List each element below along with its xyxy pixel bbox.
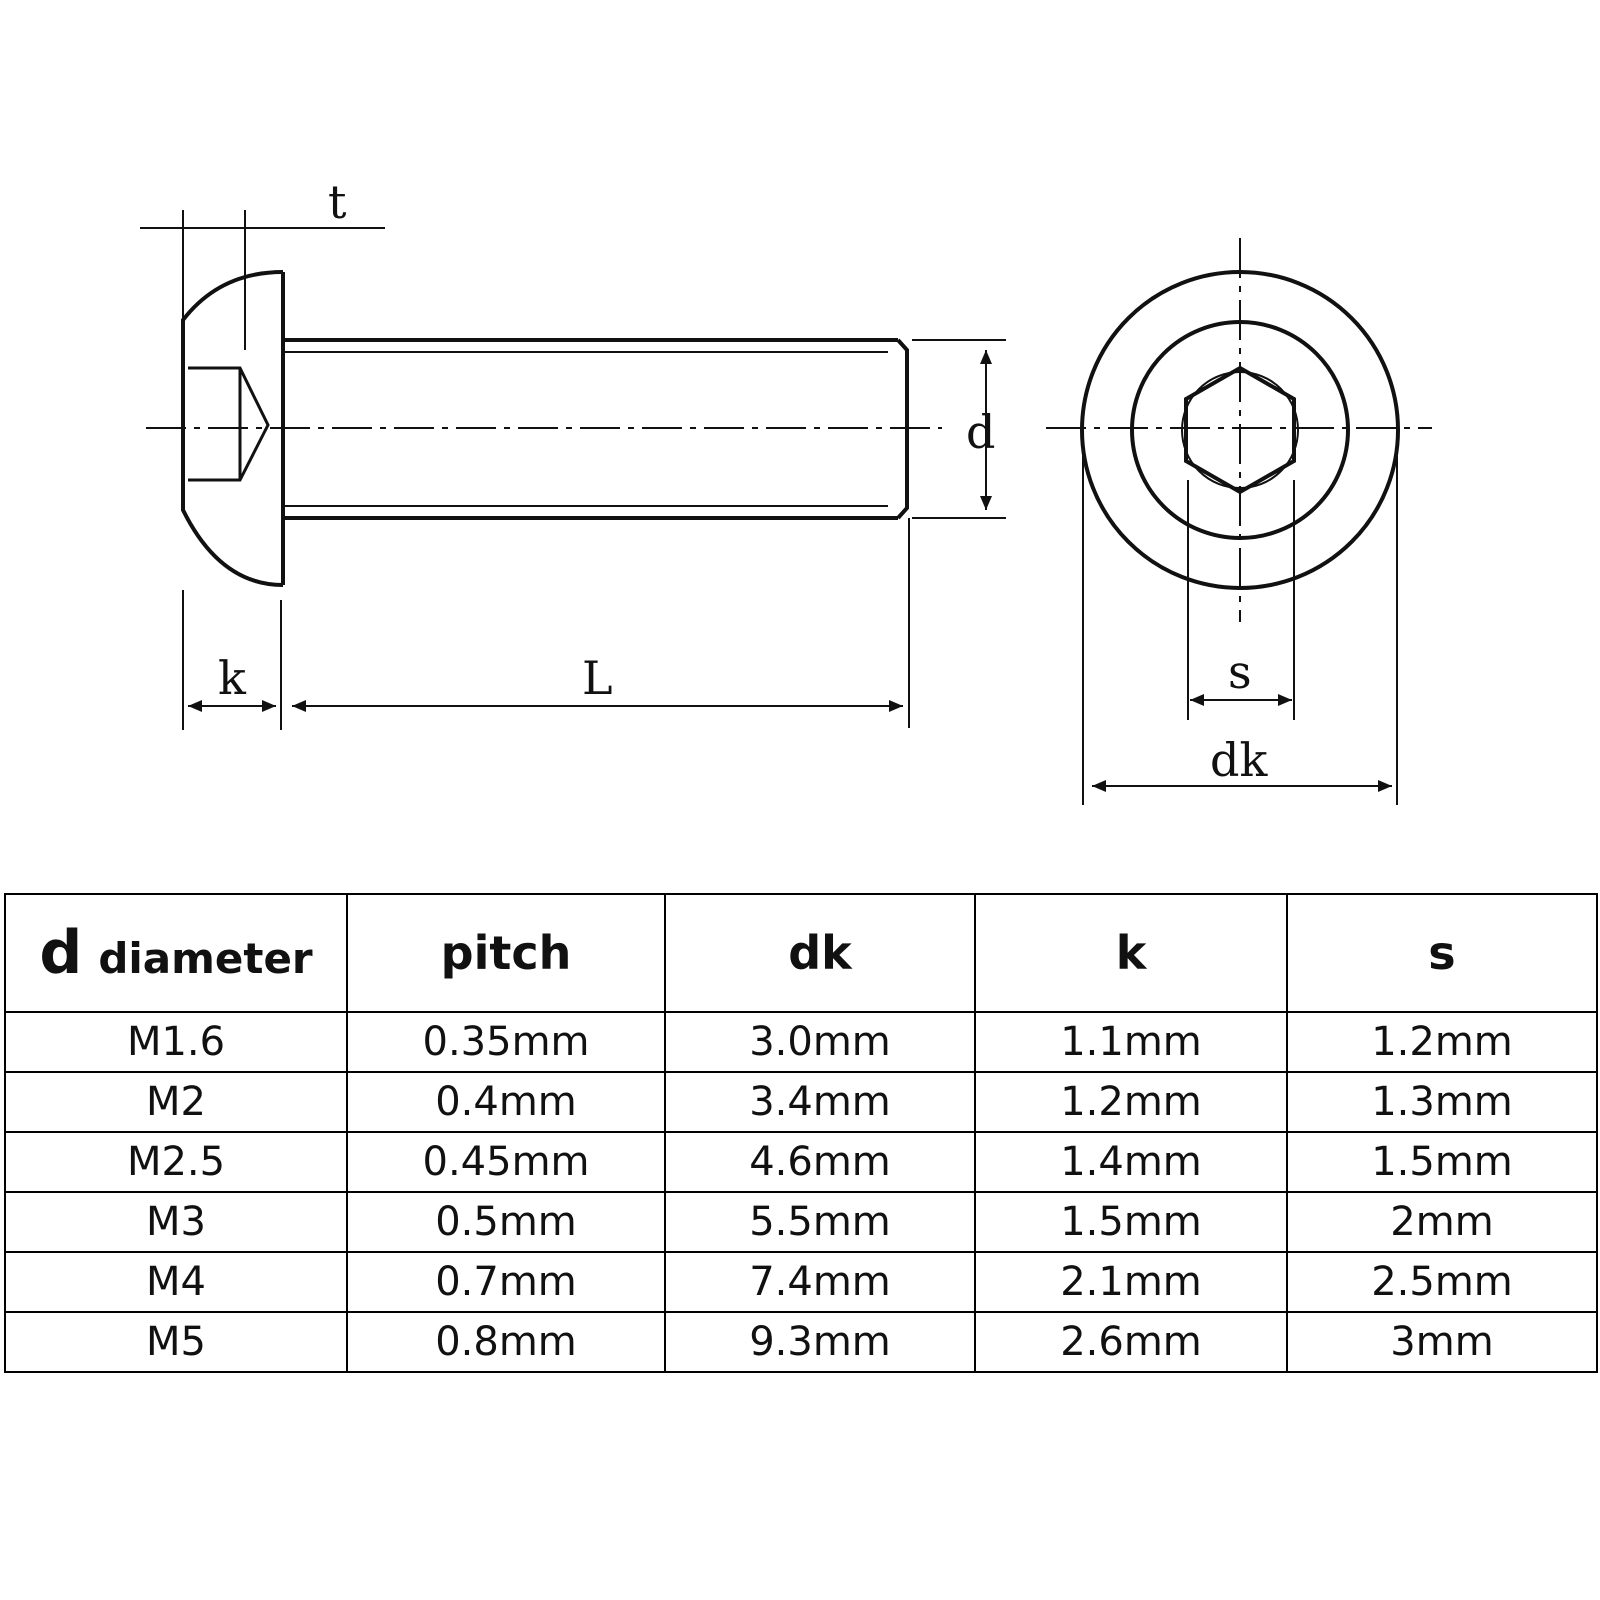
dimension-s: [1187, 480, 1295, 720]
cell-dk: 4.6mm: [664, 1131, 976, 1193]
cell-dk: 7.4mm: [664, 1251, 976, 1313]
cell-diameter: M5: [4, 1311, 348, 1373]
header-dk: dk: [664, 893, 976, 1013]
table-header-row: d diameter pitch dk k s: [4, 893, 1598, 1013]
header-k: k: [974, 893, 1288, 1013]
cell-k: 1.1mm: [974, 1011, 1288, 1073]
cell-k: 1.2mm: [974, 1071, 1288, 1133]
dimension-d: [912, 339, 1006, 519]
cell-diameter: M2: [4, 1071, 348, 1133]
cell-diameter: M4: [4, 1251, 348, 1313]
cell-pitch: 0.4mm: [346, 1071, 666, 1133]
dimension-k-L: [182, 518, 910, 730]
label-d: d: [966, 405, 995, 459]
cell-s: 1.2mm: [1286, 1011, 1598, 1073]
cell-s: 3mm: [1286, 1311, 1598, 1373]
dimension-t: [140, 210, 385, 350]
header-diameter: d diameter: [4, 893, 348, 1013]
label-t: t: [328, 175, 347, 229]
cell-dk: 3.4mm: [664, 1071, 976, 1133]
label-L: L: [582, 651, 613, 705]
cell-dk: 9.3mm: [664, 1311, 976, 1373]
cell-dk: 5.5mm: [664, 1191, 976, 1253]
cell-s: 2mm: [1286, 1191, 1598, 1253]
cell-diameter: M3: [4, 1191, 348, 1253]
label-k: k: [218, 651, 247, 705]
cell-pitch: 0.8mm: [346, 1311, 666, 1373]
header-diameter-word: diameter: [98, 934, 313, 983]
cell-pitch: 0.35mm: [346, 1011, 666, 1073]
cell-pitch: 0.45mm: [346, 1131, 666, 1193]
cell-s: 2.5mm: [1286, 1251, 1598, 1313]
header-s: s: [1286, 893, 1598, 1013]
header-pitch: pitch: [346, 893, 666, 1013]
cell-s: 1.5mm: [1286, 1131, 1598, 1193]
cell-pitch: 0.5mm: [346, 1191, 666, 1253]
cell-diameter: M1.6: [4, 1011, 348, 1073]
cell-s: 1.3mm: [1286, 1071, 1598, 1133]
cell-k: 2.1mm: [974, 1251, 1288, 1313]
cell-dk: 3.0mm: [664, 1011, 976, 1073]
cell-k: 1.5mm: [974, 1191, 1288, 1253]
cell-diameter: M2.5: [4, 1131, 348, 1193]
dimension-dk: [1082, 440, 1398, 805]
label-s: s: [1228, 645, 1252, 699]
header-diameter-symbol: d: [39, 918, 83, 988]
screw-dimension-drawing: t k L d s dk: [140, 175, 1432, 805]
label-dk: dk: [1210, 733, 1268, 787]
cell-pitch: 0.7mm: [346, 1251, 666, 1313]
cell-k: 1.4mm: [974, 1131, 1288, 1193]
cell-k: 2.6mm: [974, 1311, 1288, 1373]
